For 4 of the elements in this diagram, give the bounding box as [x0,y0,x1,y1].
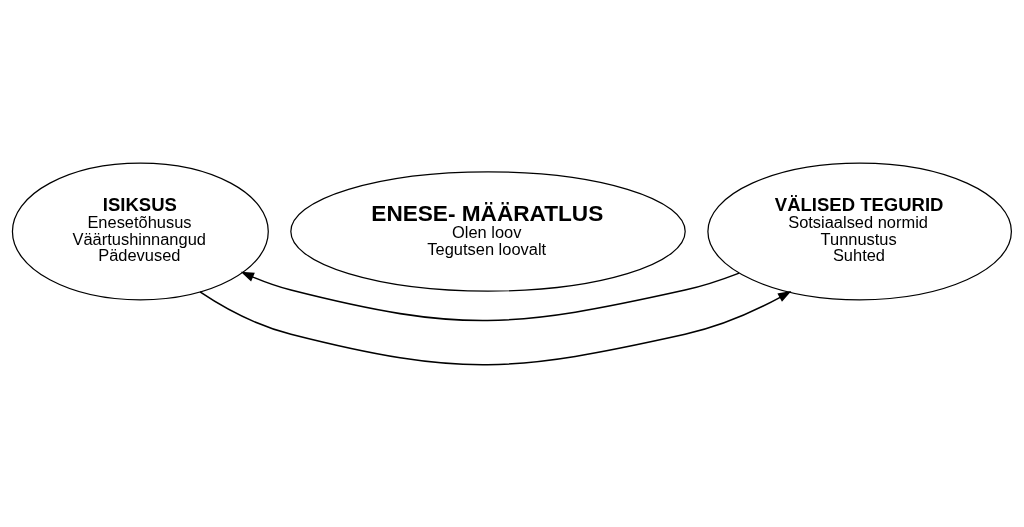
arrow [199,290,792,365]
node-ellipse: ISIKSUS Enesetõhusus Väärtushinnangud Pädevused [11,162,269,300]
arrow [240,271,740,321]
node-ellipse: ENESE- MÄÄRATLUS Olen loov Tegutsen loovalt [290,170,686,292]
